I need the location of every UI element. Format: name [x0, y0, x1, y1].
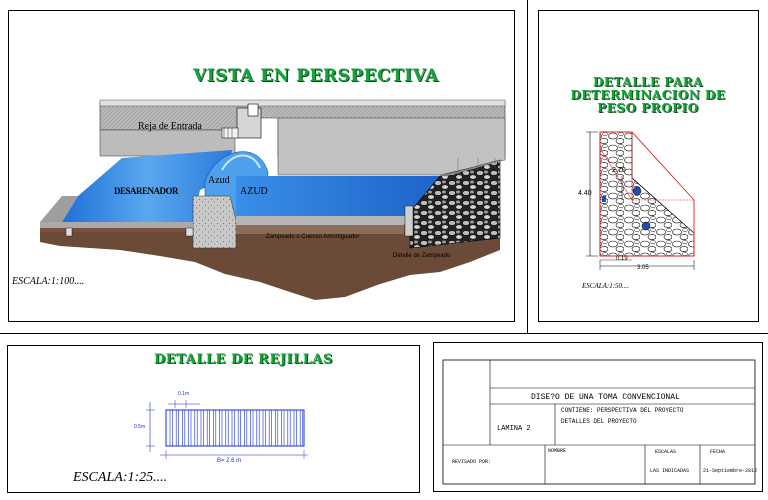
peso-title-line3: PESO PROPIO [597, 101, 699, 115]
titleblock-escalas-value: LAS INDICADAS [650, 468, 690, 474]
rejillas-frame [7, 345, 420, 493]
label-azud-upper: Azud [208, 175, 230, 186]
peso-scale: ESCALA:1:50.... [582, 282, 630, 290]
titleblock-detalles: DETALLES DEL PROYECTO [561, 418, 637, 425]
label-desarenador: DESARENADOR [114, 186, 179, 196]
peso-dim-base-small: 0.19 [616, 256, 628, 262]
rejillas-dim-side: 0.5m [134, 424, 146, 430]
label-zampeado: Zampeado o Cuenco Amortiguador [266, 234, 360, 240]
titleblock-fecha-value: 21-Septiembre-2012 [703, 468, 758, 474]
water-upstream [62, 150, 232, 222]
centroid-2 [641, 221, 651, 231]
label-reja: Reja de Entrada [138, 121, 202, 132]
centroid-1 [632, 186, 642, 196]
perspective-frame [8, 10, 515, 322]
peso-dim-height: 4.40 [578, 190, 592, 197]
titleblock-escalas-label: ESCALAS [655, 449, 677, 455]
titleblock-frame [433, 342, 763, 492]
label-azud-lower: AZUD [240, 186, 268, 197]
water-downstream [236, 176, 440, 216]
peso-title: DETALLE PARA DETERMINACION DE PESO PROPI… [543, 76, 753, 115]
peso-title-line1: DETALLE PARA [592, 75, 704, 89]
titleblock-contiene: CONTIENE: PERSPECTIVA DEL PROYECTO [561, 407, 684, 414]
peso-frame [538, 10, 759, 322]
perspective-scale: ESCALA:1:100.... [12, 276, 85, 287]
titleblock-project: DISE?O DE UNA TOMA CONVENCIONAL [531, 393, 680, 402]
peso-dim-base: 3.05 [637, 265, 649, 271]
sheet-divider-vertical [527, 0, 528, 333]
titleblock-lamina: LAMINA 2 [497, 425, 531, 433]
sheet-divider-horizontal [0, 333, 768, 334]
peso-title-line2: DETERMINACION DE [570, 88, 726, 102]
perspective-title: VISTA EN PERSPECTIVA [193, 66, 439, 86]
titleblock-nombre-label: NOMBRE [548, 448, 567, 454]
titleblock-revisado-label: REVISADO POR: [452, 459, 492, 465]
soil-ground [40, 222, 500, 300]
rejillas-dim-bottom: B= 2.6 m [217, 458, 242, 464]
peso-dim-inner: 2.70 [612, 167, 626, 174]
rejillas-scale: ESCALA:1:25.... [73, 470, 168, 485]
titleblock-fecha-label: FECHA [710, 449, 726, 455]
rejillas-dim-top: 0.1m [178, 391, 190, 397]
rejillas-title: DETALLE DE REJILLAS [154, 352, 333, 367]
label-enrocado: Detalle de Zampeado [393, 253, 451, 259]
